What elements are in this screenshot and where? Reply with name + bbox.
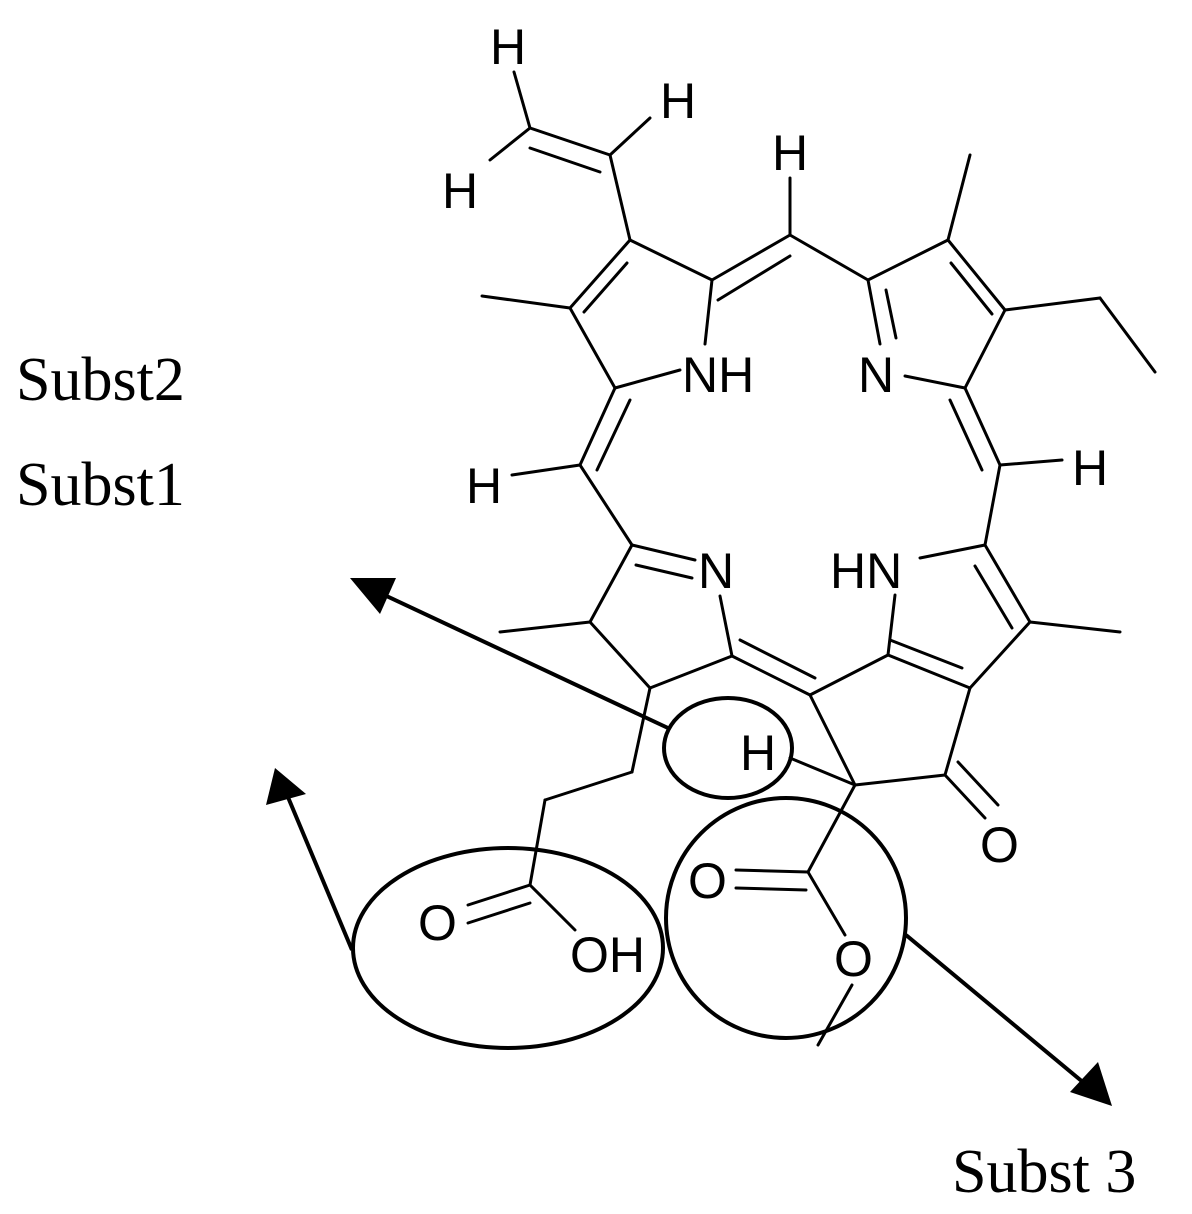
callout-labels: Subst2 Subst1 Subst 3 [16, 346, 1136, 1206]
atom-label-o-acid-carbonyl: O [418, 895, 457, 951]
highlight-ellipse-ester [664, 796, 908, 1040]
callout-subst3: Subst 3 [952, 1138, 1136, 1206]
arrow-head-subst1 [350, 578, 396, 614]
atom-label-h-meso-left: H [466, 458, 502, 514]
atom-label-o-ester: O [834, 931, 873, 987]
atom-label-h-vinyl-left: H [442, 163, 478, 219]
atom-label-oh-acid: OH [570, 927, 645, 983]
atom-label-n-top-right: N [858, 347, 894, 403]
atom-label-n-bottom-left: N [698, 543, 734, 599]
atom-label-o-ester-carbonyl: O [688, 853, 727, 909]
atom-label-h-ring-e: H [740, 725, 776, 781]
highlight-ellipse-h [662, 696, 794, 800]
atom-label-o-ketone: O [980, 817, 1019, 873]
bond-skeleton [466, 70, 1157, 1047]
callout-subst1: Subst1 [16, 451, 185, 519]
atom-label-h-vinyl-right: H [660, 73, 696, 129]
atom-label-nh-top-left: NH [682, 347, 754, 403]
atom-label-h-vinyl-top: H [490, 19, 526, 75]
arrow-shaft-subst1 [377, 590, 669, 730]
atom-label-hn-bottom-right: HN [830, 543, 902, 599]
atom-labels: H H H H NH N H H N HN H O O OH O O [418, 19, 1108, 987]
atom-label-h-meso-right: H [1072, 440, 1108, 496]
arrow-shaft-subst2 [283, 789, 354, 951]
arrow-head-subst2 [266, 768, 306, 805]
atom-label-h-meso-top: H [772, 125, 808, 181]
arrow-shaft-subst3 [904, 933, 1092, 1090]
arrow-head-subst3 [1070, 1062, 1112, 1106]
annotations [266, 578, 1112, 1106]
callout-subst2: Subst2 [16, 346, 185, 414]
